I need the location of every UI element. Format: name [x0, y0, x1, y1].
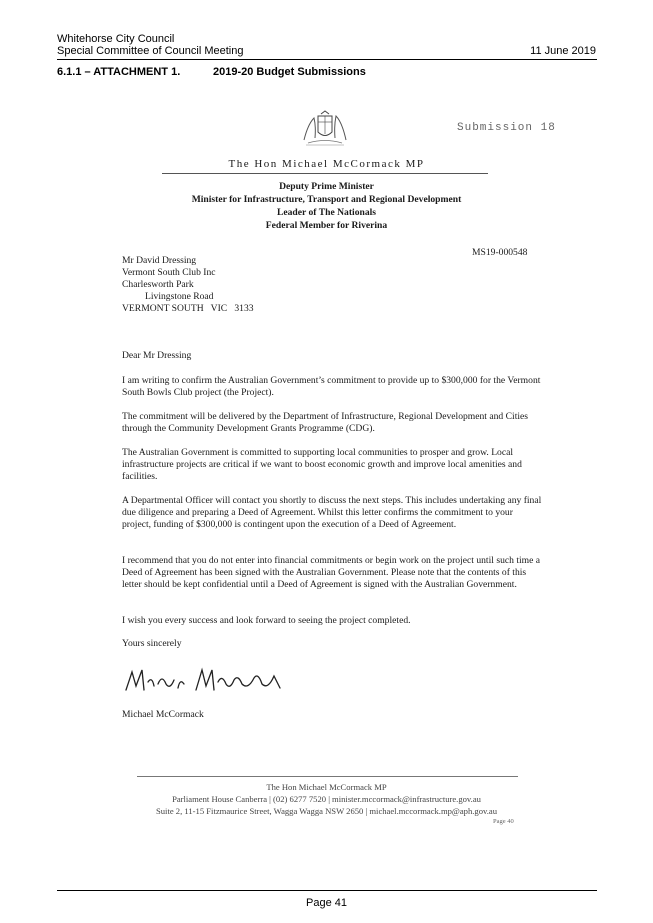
paragraph-6: I wish you every success and look forwar…: [122, 615, 411, 626]
address-line-5: VERMONT SOUTH VIC 3133: [122, 303, 254, 314]
footer-rule: [57, 890, 597, 891]
footer-contact-canberra: Parliament House Canberra | (02) 6277 75…: [172, 794, 481, 804]
paragraph-1: I am writing to confirm the Australian G…: [122, 375, 541, 398]
signature: [122, 660, 292, 700]
letterhead-name: The Hon Michael McCormack MP: [228, 158, 425, 170]
footer-name: The Hon Michael McCormack MP: [266, 782, 387, 792]
address-line-4: Livingstone Road: [145, 291, 214, 302]
title-leader: Leader of The Nationals: [276, 207, 377, 218]
submission-stamp: Submission 18: [457, 122, 556, 134]
attachment-title: 2019-20 Budget Submissions: [213, 66, 366, 78]
title-member: Federal Member for Riverina: [265, 220, 388, 231]
paragraph-2: The commitment will be delivered by the …: [122, 411, 529, 434]
title-deputy-pm: Deputy Prime Minister: [279, 181, 374, 192]
page-number: Page 41: [306, 897, 347, 909]
meeting-date: 11 June 2019: [530, 45, 596, 57]
paragraph-5: I recommend that you do not enter into f…: [122, 555, 541, 590]
attachment-label: 6.1.1 – ATTACHMENT 1.: [57, 66, 181, 78]
paragraph-4: A Departmental Officer will contact you …: [122, 495, 542, 530]
letter-page-marker: Page 40: [493, 818, 514, 825]
footer-contact-wagga: Suite 2, 11-15 Fitzmaurice Street, Wagga…: [155, 806, 497, 816]
coat-of-arms-icon: [300, 110, 350, 148]
header-rule: [57, 59, 597, 60]
address-line-2: Vermont South Club Inc: [122, 267, 216, 278]
address-line-3: Charlesworth Park: [122, 279, 194, 290]
council-name: Whitehorse City Council: [57, 33, 175, 45]
salutation: Dear Mr Dressing: [122, 350, 192, 361]
address-line-1: Mr David Dressing: [122, 255, 197, 266]
title-minister: Minister for Infrastructure, Transport a…: [191, 194, 462, 205]
letterhead-rule: [162, 173, 488, 174]
reference-number: MS19-000548: [472, 247, 528, 258]
letter-footer-rule: [137, 776, 518, 777]
meeting-name: Special Committee of Council Meeting: [57, 45, 244, 57]
paragraph-3: The Australian Government is committed t…: [122, 447, 522, 482]
closing: Yours sincerely: [122, 638, 182, 649]
signatory-name: Michael McCormack: [122, 709, 204, 720]
